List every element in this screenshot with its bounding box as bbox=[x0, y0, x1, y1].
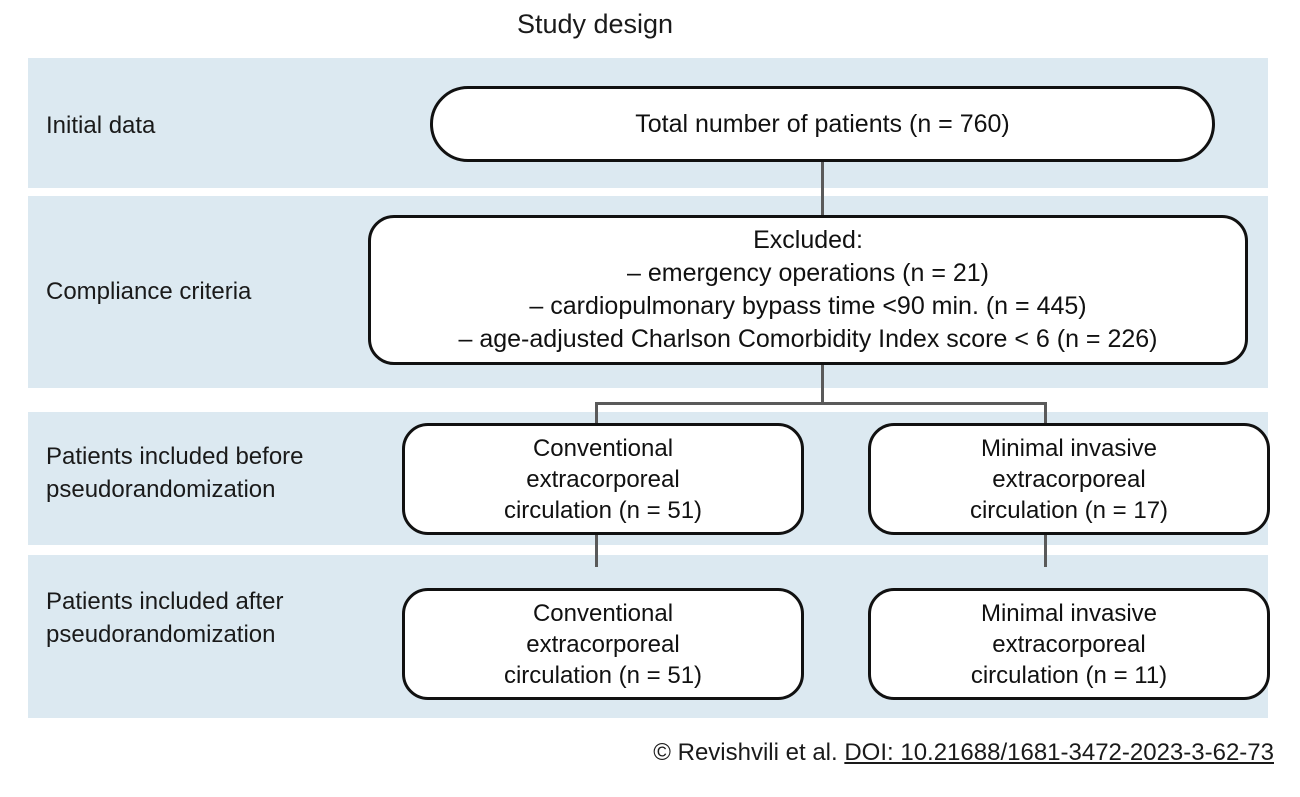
node-conventional-after-line-2: extracorporeal bbox=[526, 630, 680, 658]
connector-total-to-excluded bbox=[821, 161, 824, 217]
node-conventional-before-line-1: Conventional bbox=[532, 434, 674, 462]
node-minimal-invasive-before-line-1: Minimal invasive bbox=[980, 434, 1158, 462]
node-minimal-invasive-before-line-2: extracorporeal bbox=[992, 465, 1146, 493]
figure-credit: © Revishvili et al. DOI: 10.21688/1681-3… bbox=[653, 738, 1274, 768]
figure-title: Study design bbox=[516, 9, 674, 39]
stage-label-line-2: pseudorandomization bbox=[46, 621, 276, 648]
node-minimal-invasive-after-line-1: Minimal invasive bbox=[980, 599, 1158, 627]
node-minimal-invasive-after-line-2: extracorporeal bbox=[992, 630, 1146, 658]
node-conventional-after: Conventional extracorporeal circulation … bbox=[402, 588, 804, 700]
node-excluded-heading: Excluded: bbox=[753, 226, 863, 254]
node-excluded: Excluded: – emergency operations (n = 21… bbox=[368, 215, 1248, 365]
stage-label-initial-data: Initial data bbox=[46, 112, 156, 139]
stage-label-line-1: Patients included before bbox=[46, 443, 304, 470]
connector-excluded-to-split bbox=[821, 362, 824, 404]
node-minimal-invasive-after: Minimal invasive extracorporeal circulat… bbox=[868, 588, 1270, 700]
node-total-patients-text: Total number of patients (n = 760) bbox=[635, 110, 1010, 138]
connector-split-drop-left bbox=[595, 402, 598, 426]
stage-label-line-2: pseudorandomization bbox=[46, 476, 276, 503]
stage-label-before-pseudorandomization: Patients included before pseudorandomiza… bbox=[46, 440, 386, 506]
figure-credit-authors: © Revishvili et al. bbox=[653, 739, 845, 766]
stage-label-line-1: Patients included after bbox=[46, 588, 284, 615]
connector-conventional-before-to-after bbox=[595, 533, 598, 567]
node-conventional-before-line-2: extracorporeal bbox=[526, 465, 680, 493]
node-minimal-invasive-before-line-3: circulation (n = 17) bbox=[969, 496, 1169, 524]
node-conventional-before: Conventional extracorporeal circulation … bbox=[402, 423, 804, 535]
node-excluded-item-charlson-index: – age-adjusted Charlson Comorbidity Inde… bbox=[458, 325, 1158, 353]
connector-minimal-invasive-before-to-after bbox=[1044, 533, 1047, 567]
node-minimal-invasive-after-line-3: circulation (n = 11) bbox=[970, 661, 1168, 689]
node-minimal-invasive-before: Minimal invasive extracorporeal circulat… bbox=[868, 423, 1270, 535]
node-conventional-after-line-3: circulation (n = 51) bbox=[503, 661, 703, 689]
stage-label-after-pseudorandomization: Patients included after pseudorandomizat… bbox=[46, 585, 386, 651]
node-total-patients: Total number of patients (n = 760) bbox=[430, 86, 1215, 162]
node-excluded-item-emergency-operations: – emergency operations (n = 21) bbox=[626, 259, 989, 287]
connector-split-bar bbox=[595, 402, 1047, 405]
node-conventional-after-line-1: Conventional bbox=[532, 599, 674, 627]
stage-label-compliance-criteria: Compliance criteria bbox=[46, 278, 252, 305]
connector-split-drop-right bbox=[1044, 402, 1047, 426]
node-conventional-before-line-3: circulation (n = 51) bbox=[503, 496, 703, 524]
figure-credit-doi-link[interactable]: DOI: 10.21688/1681-3472-2023-3-62-73 bbox=[844, 739, 1274, 766]
node-excluded-item-bypass-time: – cardiopulmonary bypass time <90 min. (… bbox=[529, 292, 1087, 320]
